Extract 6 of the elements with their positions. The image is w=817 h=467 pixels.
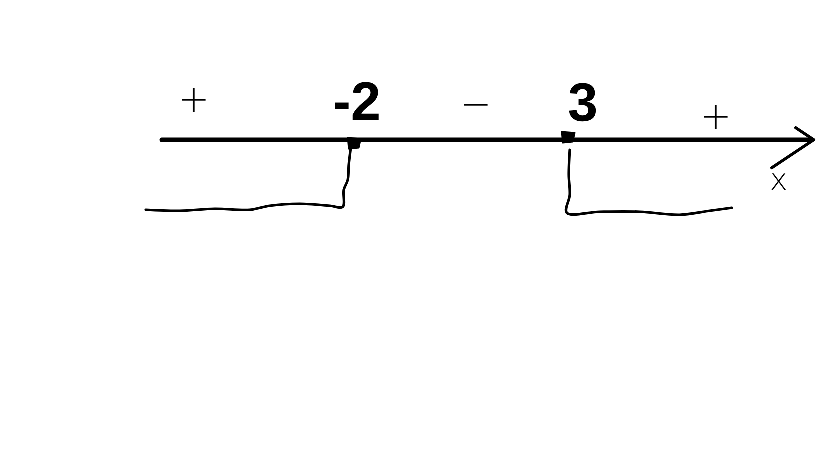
sign-label: − <box>460 85 492 123</box>
sign-label: + <box>700 97 732 135</box>
sign-label: + <box>178 80 210 118</box>
axis-label: x <box>770 166 788 196</box>
tick-label: -2 <box>333 75 382 129</box>
tick-label: 3 <box>568 76 598 130</box>
